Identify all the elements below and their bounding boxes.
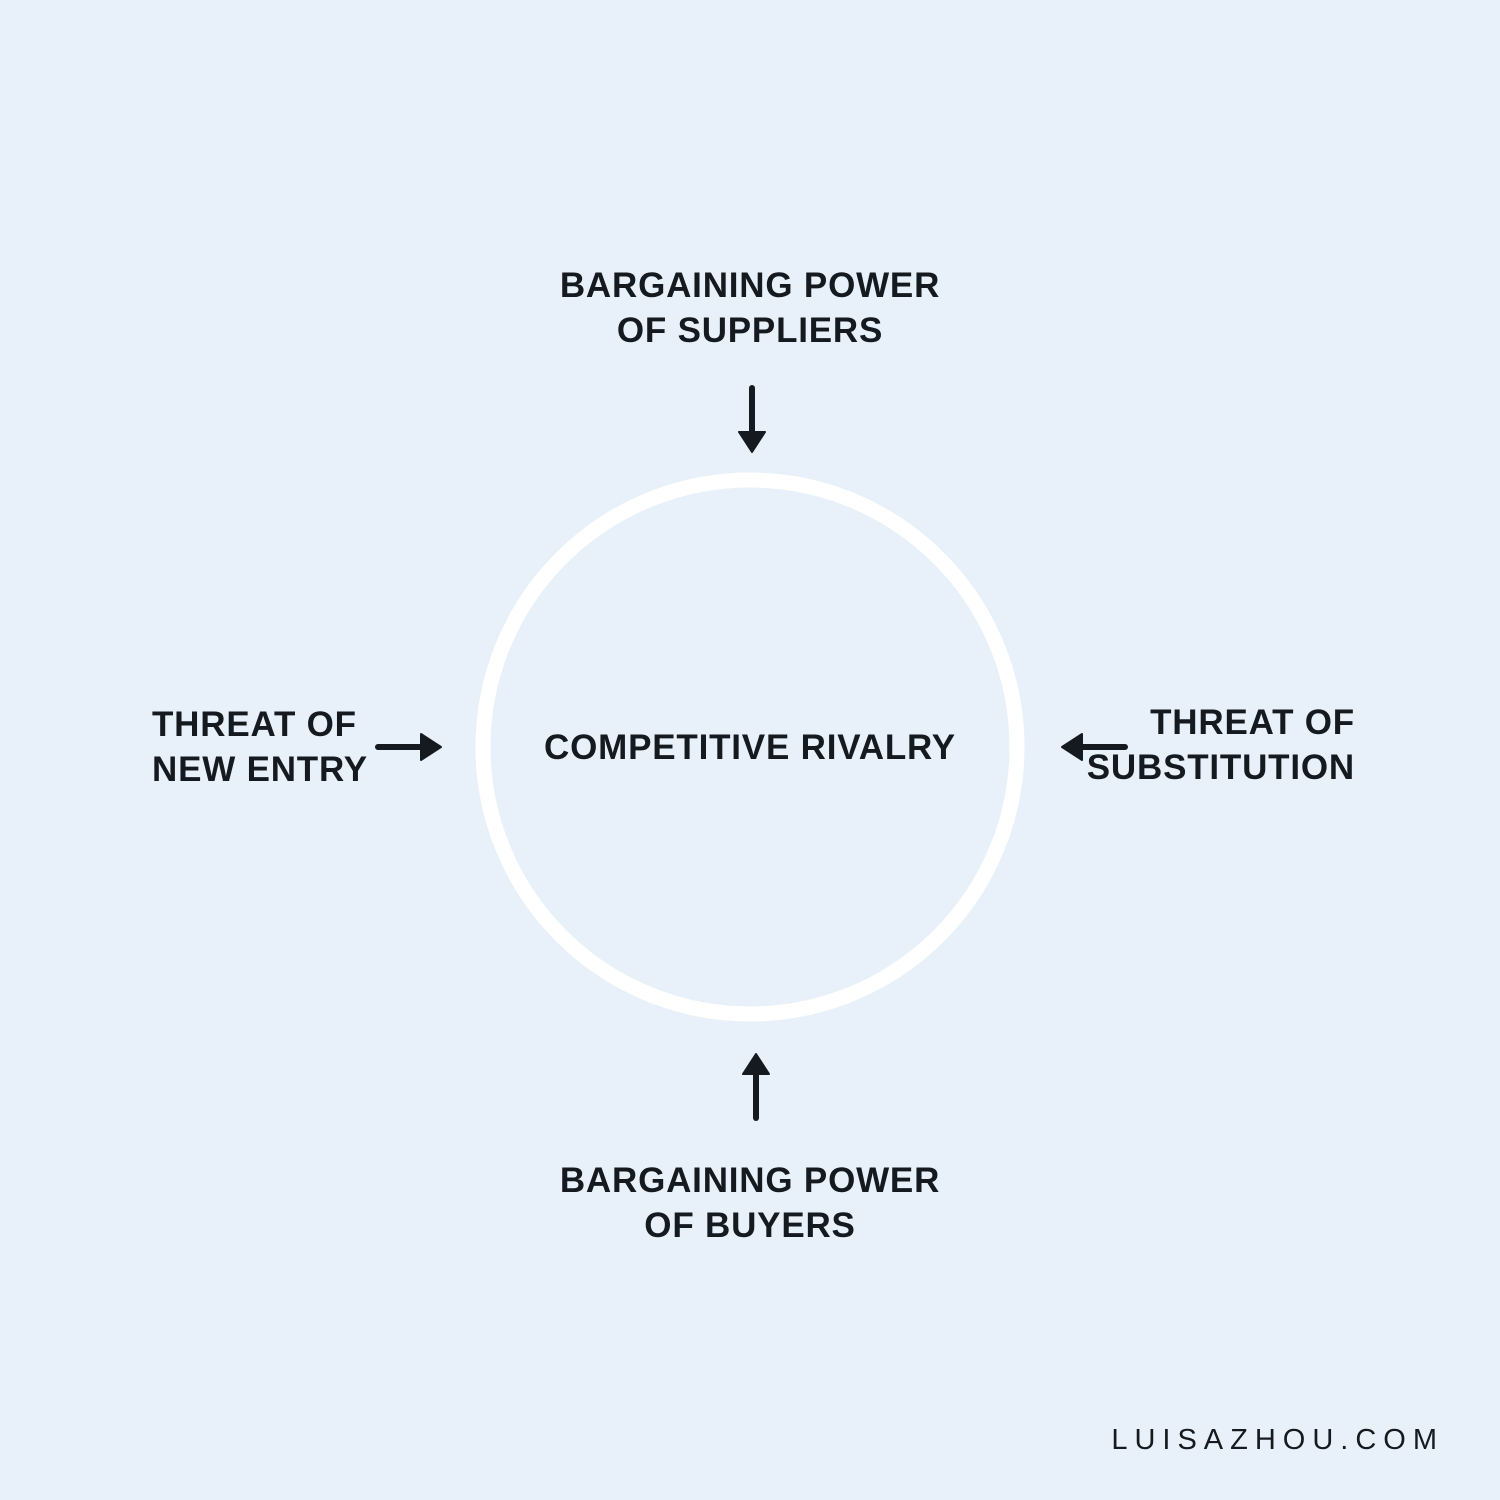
label-line: BARGAINING POWER — [559, 266, 941, 305]
label-line: THREAT OF — [1150, 703, 1355, 742]
label-line: BARGAINING POWER — [559, 1161, 941, 1200]
competitive-rivalry-label: COMPETITIVE RIVALRY — [544, 728, 956, 767]
label-line: NEW ENTRY — [152, 750, 368, 789]
label-line: OF BUYERS — [644, 1206, 856, 1245]
label-line: OF SUPPLIERS — [616, 311, 884, 350]
label-bargaining-power-of-buyers: BARGAINING POWER OF BUYERS — [0, 1158, 1500, 1248]
watermark-text: LUISAZHOU.COM — [1111, 1424, 1444, 1456]
label-bargaining-power-of-suppliers: BARGAINING POWER OF SUPPLIERS — [0, 263, 1500, 353]
arrow-left-icon — [1061, 733, 1128, 761]
label-line: THREAT OF — [152, 705, 357, 744]
arrow-right-icon — [375, 733, 442, 761]
arrow-up-icon — [742, 1053, 770, 1121]
arrow-down-icon — [738, 385, 766, 453]
label-threat-of-new-entry: THREAT OF NEW ENTRY — [152, 702, 368, 792]
label-line: SUBSTITUTION — [1086, 748, 1355, 787]
competitive-rivalry-circle — [475, 472, 1025, 1022]
label-threat-of-substitution: THREAT OF SUBSTITUTION — [1087, 700, 1355, 790]
